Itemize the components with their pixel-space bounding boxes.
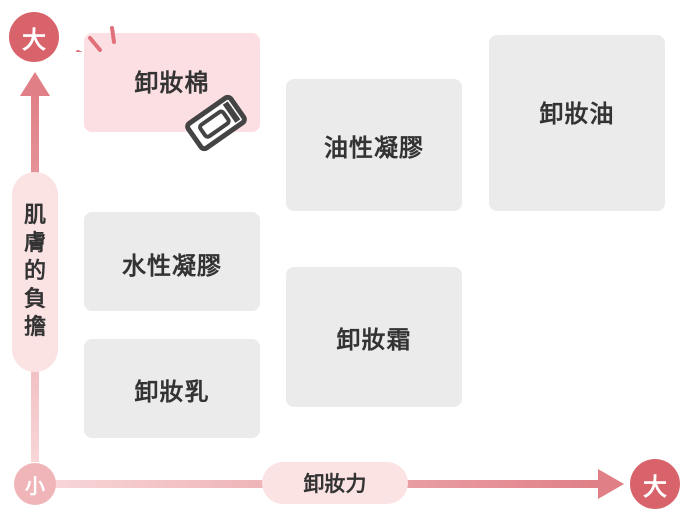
x-axis-high-marker: 大 [630, 459, 680, 509]
x-axis-high-label: 大 [643, 472, 667, 501]
y-axis-label-char: 膚 [23, 231, 46, 256]
y-axis-label-char: 擔 [23, 315, 46, 340]
product-name: 卸妝霜 [336, 325, 412, 354]
sparkle-lines-icon [76, 26, 116, 52]
wipes-pack-icon [185, 94, 247, 152]
y-axis-high-marker: 大 [9, 12, 59, 62]
x-axis-label: 卸妝力 [262, 462, 408, 504]
product-box-cleansing-cream: 卸妝霜 [286, 267, 462, 407]
y-axis-label-char: 肌 [23, 203, 46, 228]
product-name: 卸妝棉 [134, 69, 210, 97]
product-name: 卸妝油 [539, 99, 615, 128]
product-box-oil-gel: 油性凝膠 [286, 79, 462, 211]
y-axis-high-label: 大 [22, 25, 46, 54]
origin-low-marker: 小 [14, 463, 56, 505]
product-name: 水性凝膠 [122, 252, 222, 280]
y-axis-arrowhead [20, 72, 50, 96]
product-name: 卸妝乳 [134, 378, 210, 406]
y-axis-label: 肌膚的負擔 [12, 172, 58, 372]
y-axis-label-char: 負 [23, 287, 46, 312]
product-box-water-gel: 水性凝膠 [84, 212, 260, 311]
origin-low-label: 小 [25, 473, 45, 498]
x-axis-arrowhead [598, 469, 624, 499]
product-name: 油性凝膠 [324, 133, 424, 162]
y-axis-label-char: 的 [23, 259, 46, 284]
product-box-cleansing-oil: 卸妝油 [489, 35, 665, 211]
product-box-cleansing-milk: 卸妝乳 [84, 339, 260, 438]
